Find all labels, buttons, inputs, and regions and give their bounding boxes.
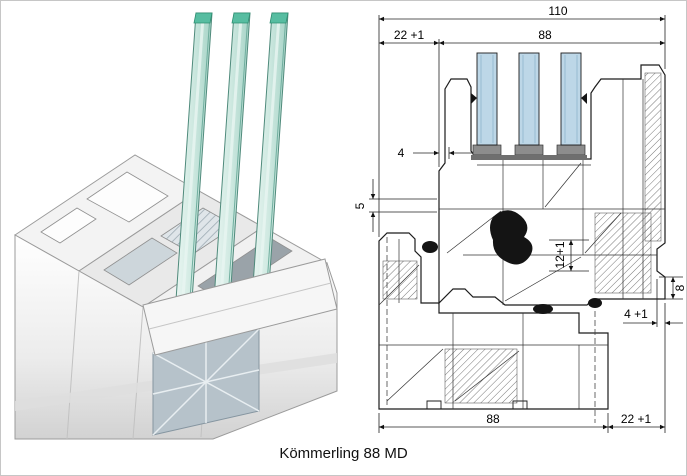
caption: Kömmerling 88 MD: [279, 445, 408, 462]
dim-label-left: 5: [353, 202, 367, 209]
chamber-webs: [378, 79, 665, 409]
cross-section-graphic: 110 22 +1 88 4 5 12+1 8 4 +1 88 22 +1: [353, 4, 686, 433]
hidden-edge-lines: [386, 237, 596, 423]
frame-profile: [378, 232, 609, 410]
dim-label-glazing-depth: 12+1: [553, 241, 567, 268]
insulation-core: [152, 328, 260, 436]
window-corner-3d-view: [3, 3, 343, 453]
corner-sample-graphic: [14, 12, 338, 440]
dim-label-top-left: 22 +1: [394, 28, 425, 42]
dim-label-right: 8: [673, 284, 686, 291]
glazing-unit: [471, 52, 587, 160]
gaskets: [422, 93, 602, 314]
dimension-lines: [369, 15, 683, 433]
glazing-bead: [142, 258, 338, 356]
dim-label-top-right: 88: [538, 28, 552, 42]
dim-label-top-total: 110: [548, 4, 567, 18]
cross-section-drawing: 110 22 +1 88 4 5 12+1 8 4 +1 88 22 +1: [343, 3, 686, 453]
dim-label-bottom-right: 22 +1: [621, 412, 652, 426]
glass-pane-back: [172, 12, 213, 344]
dimension-labels: 110 22 +1 88 4 5 12+1 8 4 +1 88 22 +1: [353, 4, 686, 426]
dim-label-overlap: 4 +1: [624, 307, 648, 321]
dim-label-left-small: 4: [398, 146, 405, 160]
dim-label-bottom-left: 88: [486, 412, 500, 426]
